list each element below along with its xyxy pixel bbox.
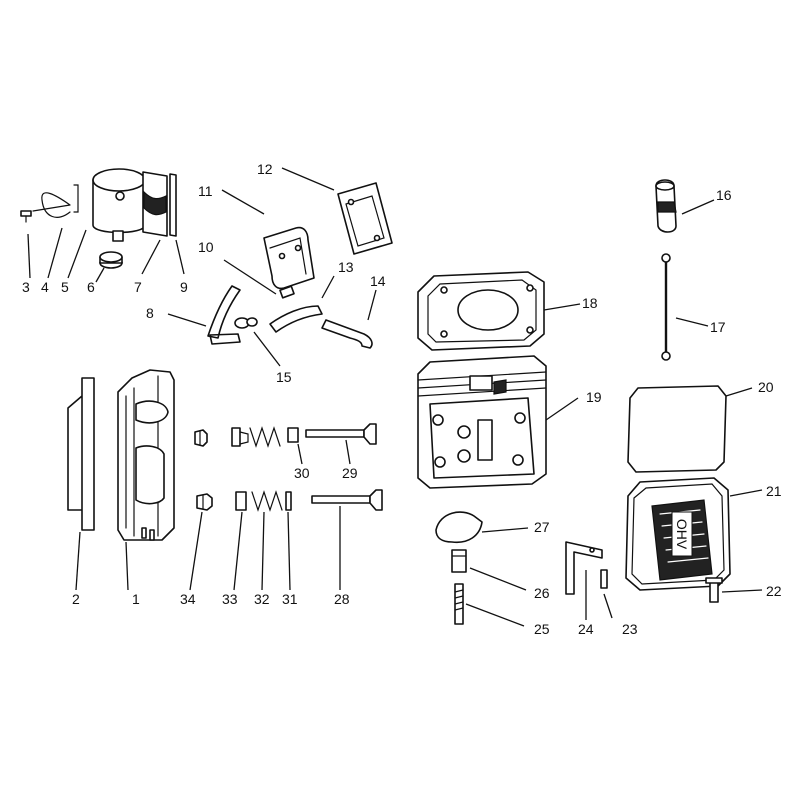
callout-14: 14 [370, 273, 386, 289]
callout-1: 1 [132, 591, 140, 607]
callout-8: 8 [146, 305, 154, 321]
part-15-clamps [234, 317, 258, 329]
cylinder-assembly [67, 369, 175, 541]
part-2-plate [67, 377, 95, 531]
part-31-washer [285, 491, 292, 511]
callout-26: 26 [534, 585, 550, 601]
callout-12: 12 [257, 161, 273, 177]
part-9-gasket [169, 173, 177, 237]
part-28-valve [311, 489, 383, 511]
callout-11: 11 [198, 183, 213, 199]
part-6-knob [99, 251, 123, 269]
part-33-retainer [235, 491, 247, 511]
head-assembly [417, 271, 547, 489]
callout-33: 33 [222, 591, 238, 607]
callout-4: 4 [41, 279, 49, 295]
callout-27: 27 [534, 519, 550, 535]
valve-cover-hoses [207, 182, 393, 349]
part-8-elbow-hose [207, 285, 241, 345]
callout-10: 10 [198, 239, 214, 255]
part-34-keeper [196, 493, 213, 511]
part-26-pivot [451, 549, 467, 573]
callout-20: 20 [758, 379, 774, 395]
callout-9: 9 [180, 279, 188, 295]
part-19-cylinder-head [417, 355, 547, 489]
callout-6: 6 [87, 279, 95, 295]
callout-24: 24 [578, 621, 594, 637]
part-16-tappet [655, 179, 677, 233]
part-29-valve [305, 423, 377, 445]
part-23-pin [600, 569, 608, 589]
part-18-head-gasket [417, 271, 545, 351]
callout-3: 3 [22, 279, 30, 295]
part-24-bracket [565, 541, 603, 595]
cover-logo-text: OHV [674, 519, 690, 550]
callout-25: 25 [534, 621, 550, 637]
callout-22: 22 [766, 583, 782, 599]
part-32-spring [251, 490, 283, 512]
callout-7: 7 [134, 279, 142, 295]
part-10-fitting [279, 285, 295, 299]
part-30-seal [287, 427, 299, 443]
part-5-canister [92, 168, 146, 242]
part-13-hose [269, 305, 323, 333]
callout-13: 13 [338, 259, 354, 275]
callout-19: 19 [586, 389, 602, 405]
callout-29: 29 [342, 465, 358, 481]
callout-32: 32 [254, 591, 270, 607]
part-retainer-upper [231, 427, 249, 447]
part-keeper-upper [194, 429, 208, 447]
part-22-screw [705, 577, 723, 603]
callout-labels: 3 4 5 6 7 9 8 11 12 10 13 14 15 16 17 18… [22, 161, 782, 637]
leader-lines [27, 167, 763, 627]
part-27-rocker [435, 511, 483, 544]
part-7-element [142, 171, 168, 237]
part-14-hose [321, 319, 373, 349]
callout-5: 5 [61, 279, 69, 295]
callout-34: 34 [180, 591, 196, 607]
pushrod-assembly [655, 179, 677, 361]
callout-30: 30 [294, 465, 310, 481]
part-25-stud [454, 583, 464, 625]
valve-train [194, 423, 383, 512]
part-1-block [117, 369, 175, 541]
part-17-pushrod [661, 253, 671, 361]
part-20-gasket [627, 385, 727, 473]
callout-21: 21 [766, 483, 782, 499]
callout-2: 2 [72, 591, 80, 607]
callout-28: 28 [334, 591, 350, 607]
callout-16: 16 [716, 187, 732, 203]
part-12-gasket [337, 182, 393, 255]
callout-31: 31 [282, 591, 298, 607]
valve-cover-assembly: OHV [625, 385, 731, 603]
breather-assembly [20, 168, 177, 269]
part-4-clip [32, 184, 79, 218]
part-3-screw [20, 210, 32, 223]
rocker-hardware [435, 511, 608, 625]
callout-15: 15 [276, 369, 292, 385]
part-11-cover [263, 226, 315, 290]
callout-23: 23 [622, 621, 638, 637]
part-21-valve-cover: OHV [625, 477, 731, 591]
callout-18: 18 [582, 295, 598, 311]
part-spring-upper [249, 426, 281, 448]
callout-17: 17 [710, 319, 726, 335]
